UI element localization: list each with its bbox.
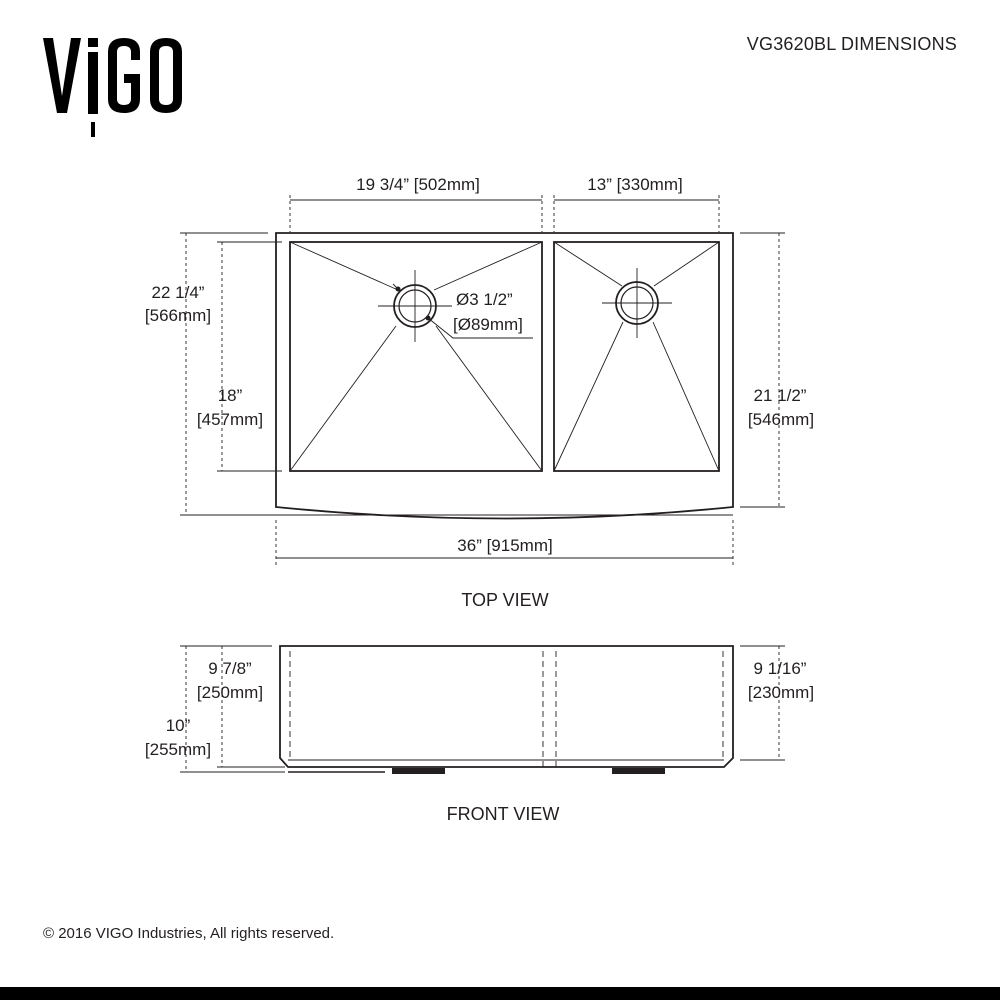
- dim-overall-width: 36” [915mm]: [457, 536, 552, 555]
- bottom-bar: [0, 987, 1000, 1000]
- top-view-label: TOP VIEW: [461, 590, 548, 610]
- dim-right-bowl-width: 13” [330mm]: [587, 175, 682, 194]
- dim-front-total-height-in: 10”: [166, 716, 191, 735]
- dim-drain-mm: [Ø89mm]: [453, 315, 523, 334]
- dim-front-left-height-mm: [250mm]: [197, 683, 263, 702]
- document-title: VG3620BL DIMENSIONS: [746, 34, 957, 54]
- right-drain-outlet: [612, 768, 665, 774]
- dim-front-right-height-in: 9 1/16”: [754, 659, 807, 678]
- right-bowl: [553, 241, 720, 472]
- dim-bowl-depth-mm: [457mm]: [197, 410, 263, 429]
- dim-overall-depth-mm: [566mm]: [145, 306, 211, 325]
- front-apron: [279, 645, 734, 768]
- dim-front-total-height-mm: [255mm]: [145, 740, 211, 759]
- dim-bowl-depth-in: 18”: [218, 386, 243, 405]
- vigo-logo: [43, 38, 182, 137]
- front-view-label: FRONT VIEW: [447, 804, 560, 824]
- dim-right-depth-mm: [546mm]: [748, 410, 814, 429]
- dim-front-left-height-in: 9 7/8”: [208, 659, 252, 678]
- dim-right-depth-in: 21 1/2”: [754, 386, 807, 405]
- dim-left-bowl-width: 19 3/4” [502mm]: [356, 175, 480, 194]
- left-drain-outlet: [392, 768, 445, 774]
- sink-outline: [275, 232, 734, 520]
- copyright-notice: © 2016 VIGO Industries, All rights reser…: [43, 925, 335, 942]
- dim-drain-in: Ø3 1/2”: [456, 290, 513, 309]
- left-bowl: [289, 241, 543, 472]
- dim-front-right-height-mm: [230mm]: [748, 683, 814, 702]
- dim-overall-depth-in: 22 1/4”: [152, 283, 205, 302]
